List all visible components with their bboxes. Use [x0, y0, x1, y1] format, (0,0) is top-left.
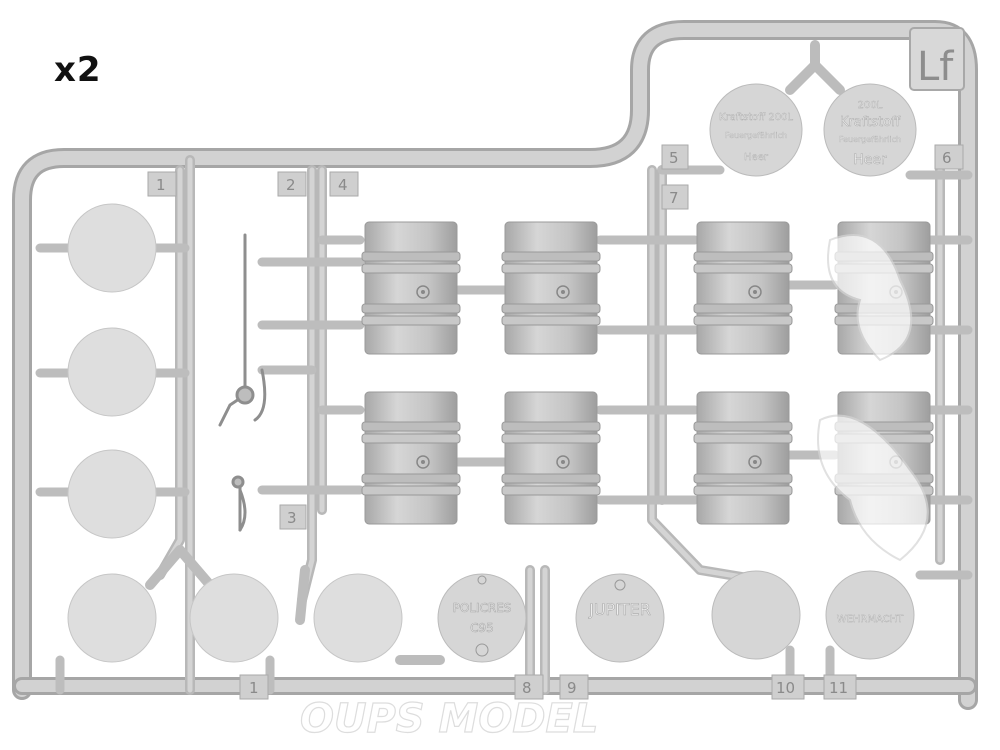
part-number-8: 8 — [522, 679, 532, 697]
part-number-3: 3 — [287, 509, 297, 527]
blank-disc — [189, 573, 279, 663]
part-number-5: 5 — [669, 149, 679, 167]
fuel-drum — [501, 221, 601, 355]
pump-parts — [218, 233, 267, 532]
part-number-4: 4 — [338, 176, 348, 194]
blank-disc — [67, 573, 157, 663]
fuel-drum — [693, 391, 793, 525]
kraftstoff-large-heer: Heer — [853, 152, 887, 168]
watermark-mascot — [827, 234, 913, 362]
jupiter-text: JUPITER — [588, 600, 651, 619]
blank-disc — [67, 327, 157, 417]
kraftstoff-small-heer: Heer — [744, 152, 769, 163]
blank-discs — [67, 203, 403, 663]
blank-disc — [67, 203, 157, 293]
watermark-text: OUPS MODEL — [300, 696, 598, 742]
fuel-drum — [361, 221, 461, 355]
sprue-frame — [12, 20, 978, 710]
part-number-1: 1 — [156, 176, 166, 194]
part-number-tabs: 1 2 4 3 5 7 6 1 8 9 10 11 — [147, 144, 964, 700]
fuel-drum — [361, 391, 461, 525]
policres-code: C95 — [470, 621, 494, 635]
sprue-id-tab: Lf — [909, 27, 965, 91]
fuel-drum — [693, 221, 793, 355]
kraftstoff-small-title: Kraftstoff 200L — [719, 112, 793, 123]
fuel-drum — [501, 391, 601, 525]
part-number-10: 10 — [776, 679, 795, 697]
watermark: OUPS MODEL — [299, 234, 929, 743]
part-number-6: 6 — [942, 149, 952, 167]
blank-disc — [67, 449, 157, 539]
kraftstoff-small-warning: Feuergefährlich — [725, 131, 787, 140]
wehrmacht-text: WEHRMACHT — [837, 614, 904, 625]
part-number-1-bottom: 1 — [249, 679, 259, 697]
pump-wheel — [235, 385, 255, 405]
quantity-label: x2 — [54, 50, 102, 90]
policres-text: POLICRES — [453, 601, 512, 615]
kraftstoff-large-warning: Feuergefährlich — [839, 135, 901, 144]
blank-disc — [313, 573, 403, 663]
kraftstoff-large-volume: 200L — [858, 100, 883, 111]
marked-discs: POLICRES C95 JUPITER Kraftstoff 200L Feu… — [437, 83, 917, 663]
part-number-2: 2 — [286, 176, 296, 194]
part-number-11: 11 — [829, 679, 848, 697]
part-number-7: 7 — [669, 189, 679, 207]
part-number-9: 9 — [567, 679, 577, 697]
kraftstoff-large-title: Kraftstoff — [840, 115, 901, 130]
sprue-letter: Lf — [917, 44, 954, 90]
